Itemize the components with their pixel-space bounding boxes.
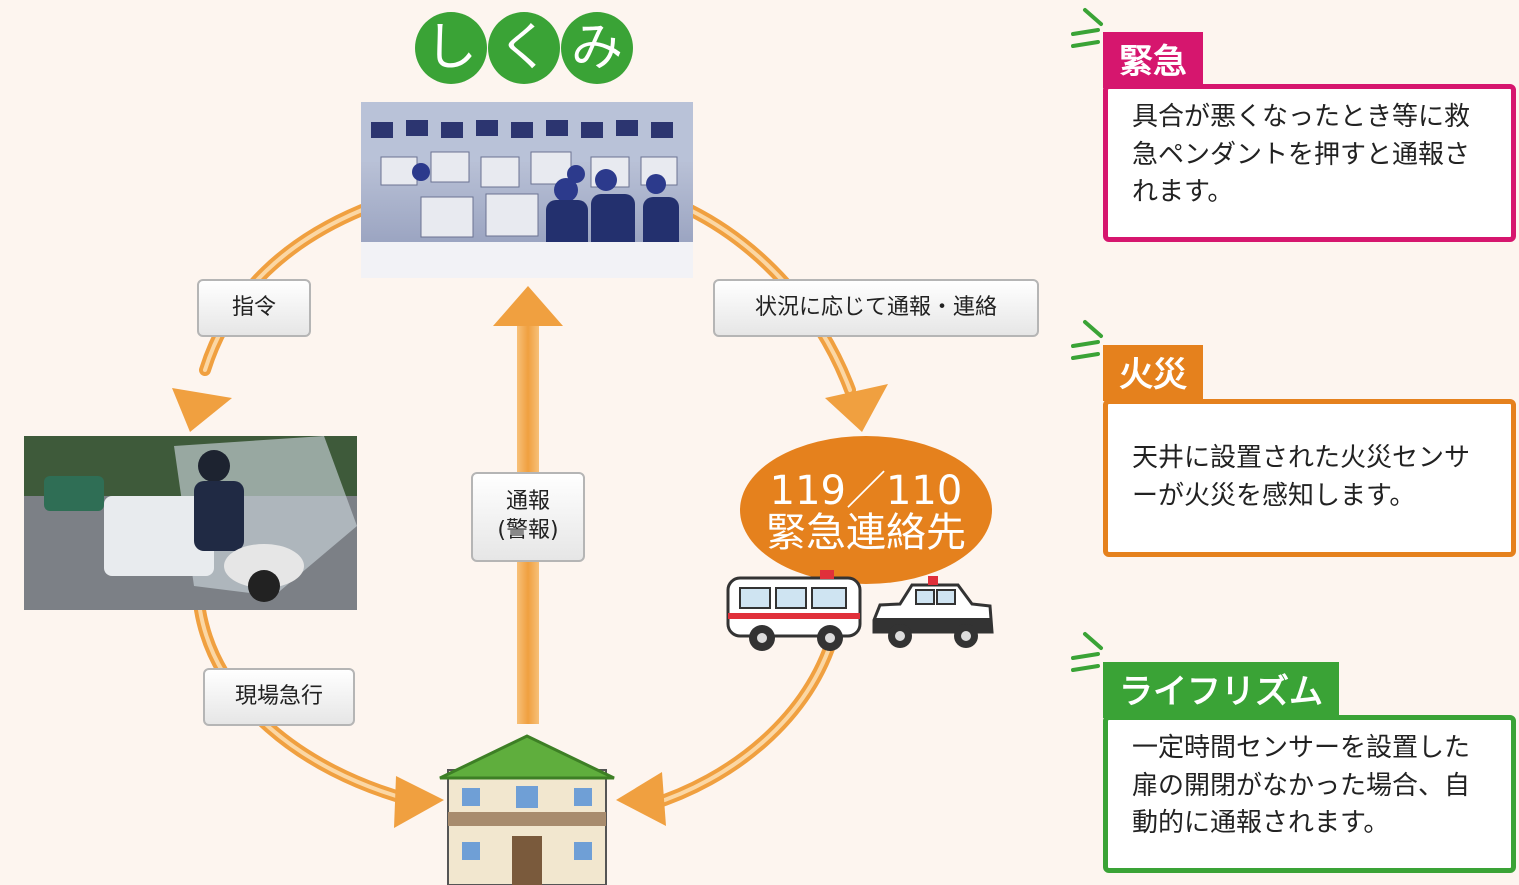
card-emergency-tag: 緊急 [1103,32,1203,88]
card-liferhythm-body: 一定時間センサーを設置した扉の開閉がなかった場合、自動的に通報されます。 [1103,715,1516,873]
arrowhead-to-emergency [825,384,888,432]
label-report-line1: 通報 [505,489,550,515]
label-dispatch: 指令 [197,279,311,337]
house-icon [439,734,615,885]
security-guard-scooter-photo [24,436,357,610]
title-char-2: く [488,12,560,84]
emergency-contact-numbers: 119／110 [769,468,963,514]
title-char-3: み [561,12,633,84]
report-arrow-head [493,286,563,326]
arrowhead-to-guard [172,388,232,432]
card-liferhythm-tag: ライフリズム [1103,662,1339,718]
ambulance-icon [726,570,862,651]
police-car-icon [872,576,994,648]
arrowhead-to-house-left [394,776,444,828]
emergency-contact-label: 緊急連絡先 [766,510,966,556]
arrowhead-to-house-right [616,772,666,826]
guard-illustration [24,436,357,610]
card-fire-body: 天井に設置された火災センサーが火災を感知します。 [1103,399,1516,557]
label-report: 通報 (警報) [471,472,585,562]
card-liferhythm-spark [1071,632,1103,672]
arc-bottom-right [644,624,841,811]
emergency-contact-bubble [740,436,992,584]
control-center-illustration [361,102,693,278]
label-rush-to-site: 現場急行 [203,668,355,726]
control-center-photo [361,102,693,278]
card-emergency-spark [1071,8,1103,48]
card-emergency-body: 具合が悪くなったとき等に救急ペンダントを押すと通報されます。 [1103,84,1516,242]
emergency-contact-text: 119／110 緊急連絡先 [740,470,992,554]
label-report-line2: (警報) [497,518,559,543]
title-char-1: し [415,12,487,84]
label-notify-contact: 状況に応じて通報・連絡 [713,279,1039,337]
card-fire-tag: 火災 [1103,345,1203,401]
card-fire-spark [1071,320,1103,360]
